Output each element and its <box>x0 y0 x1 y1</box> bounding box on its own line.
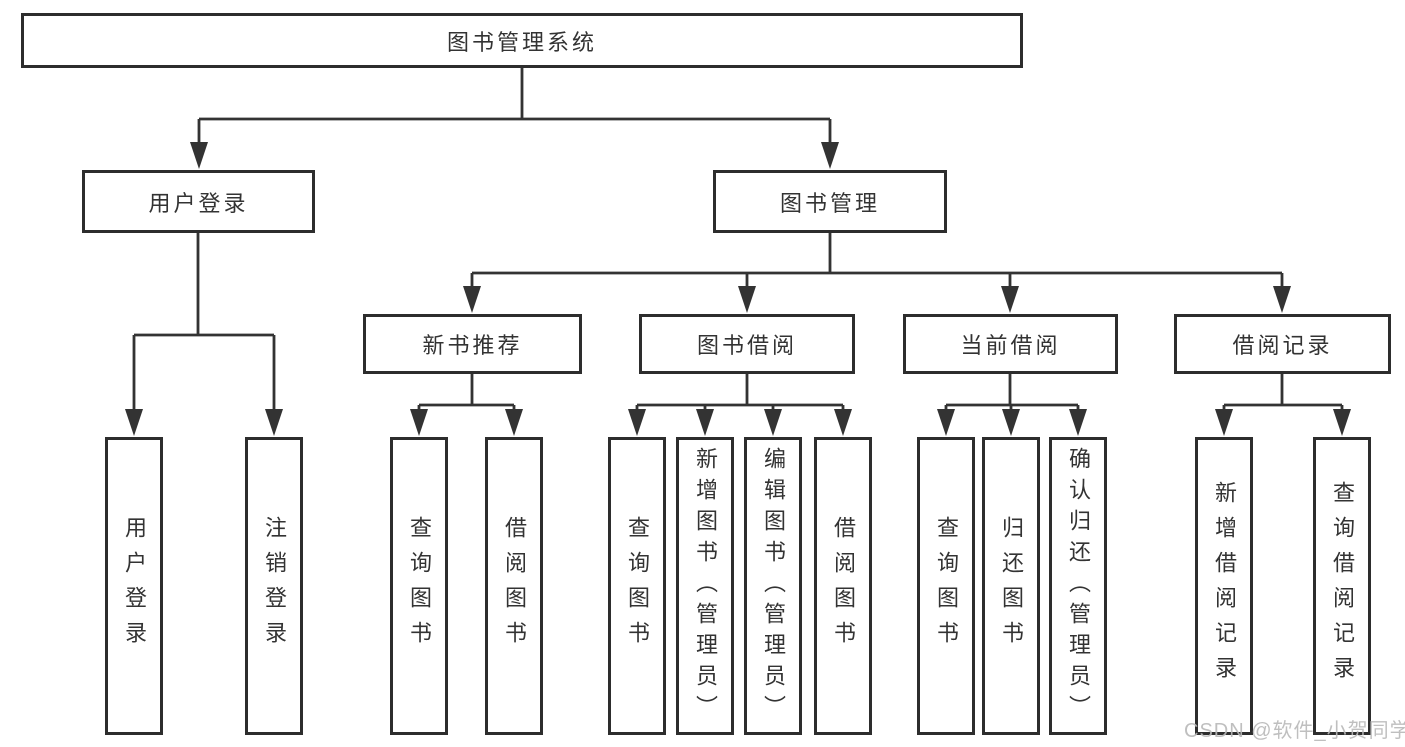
leaf-current-query-books-label: 查询图书 <box>934 516 959 656</box>
leaf-borrow-book: 借阅图书 <box>814 437 872 735</box>
leaf-return-book-label: 归还图书 <box>999 516 1024 656</box>
leaf-borrow-query-books-label: 查询图书 <box>625 516 650 656</box>
node-root-system: 图书管理系统 <box>21 13 1023 68</box>
leaf-return-book: 归还图书 <box>982 437 1040 735</box>
csdn-watermark: CSDN @软件_小贺同学 <box>1184 720 1405 742</box>
arrowheads-currentborrow-leaves <box>937 409 1087 436</box>
leaf-borrow-query-books: 查询图书 <box>608 437 666 735</box>
arrowheads-newbook-leaves <box>410 409 523 436</box>
leaf-edit-book-admin: 编辑图书（管理员） <box>744 437 802 735</box>
node-book-management: 图书管理 <box>713 170 947 233</box>
leaf-confirm-return-admin: 确认归还（管理员） <box>1049 437 1107 735</box>
arrowheads-level2 <box>190 142 839 169</box>
leaf-newbook-query-books: 查询图书 <box>390 437 448 735</box>
arrowheads-level3 <box>463 286 1291 313</box>
arrowheads-userlogin-leaves <box>125 409 283 436</box>
node-new-book-recommend: 新书推荐 <box>363 314 582 374</box>
leaf-query-borrow-record: 查询借阅记录 <box>1313 437 1371 735</box>
connector-newbook-to-leaves <box>417 373 516 413</box>
leaf-add-book-admin-label: 新增图书（管理员） <box>693 446 718 726</box>
leaf-add-borrow-record-label: 新增借阅记录 <box>1212 481 1237 691</box>
arrowheads-records-leaves <box>1215 409 1351 436</box>
connector-records-to-leaves <box>1222 373 1344 413</box>
connector-bookmgmt-to-level3 <box>470 233 1284 290</box>
leaf-edit-book-admin-label: 编辑图书（管理员） <box>761 446 786 726</box>
arrowheads-bookborrow-leaves <box>628 409 852 436</box>
leaf-logout-label: 注销登录 <box>262 516 287 656</box>
leaf-add-borrow-record: 新增借阅记录 <box>1195 437 1253 735</box>
node-book-borrow: 图书借阅 <box>639 314 855 374</box>
node-borrow-records: 借阅记录 <box>1174 314 1391 374</box>
leaf-logout: 注销登录 <box>245 437 303 735</box>
leaf-add-book-admin: 新增图书（管理员） <box>676 437 734 735</box>
connector-currentborrow-to-leaves <box>944 373 1080 413</box>
leaf-newbook-borrow-books: 借阅图书 <box>485 437 543 735</box>
leaf-user-login: 用户登录 <box>105 437 163 735</box>
connector-root-to-level2 <box>197 67 832 146</box>
leaf-query-borrow-record-label: 查询借阅记录 <box>1330 481 1355 691</box>
node-user-login: 用户登录 <box>82 170 315 233</box>
connector-bookborrow-to-leaves <box>635 373 845 413</box>
node-current-borrow: 当前借阅 <box>903 314 1118 374</box>
leaf-confirm-return-admin-label: 确认归还（管理员） <box>1066 446 1091 726</box>
connector-userlogin-to-leaves <box>132 233 276 413</box>
leaf-newbook-borrow-books-label: 借阅图书 <box>502 516 527 656</box>
leaf-user-login-label: 用户登录 <box>122 516 147 656</box>
leaf-newbook-query-books-label: 查询图书 <box>407 516 432 656</box>
leaf-borrow-book-label: 借阅图书 <box>831 516 856 656</box>
leaf-current-query-books: 查询图书 <box>917 437 975 735</box>
